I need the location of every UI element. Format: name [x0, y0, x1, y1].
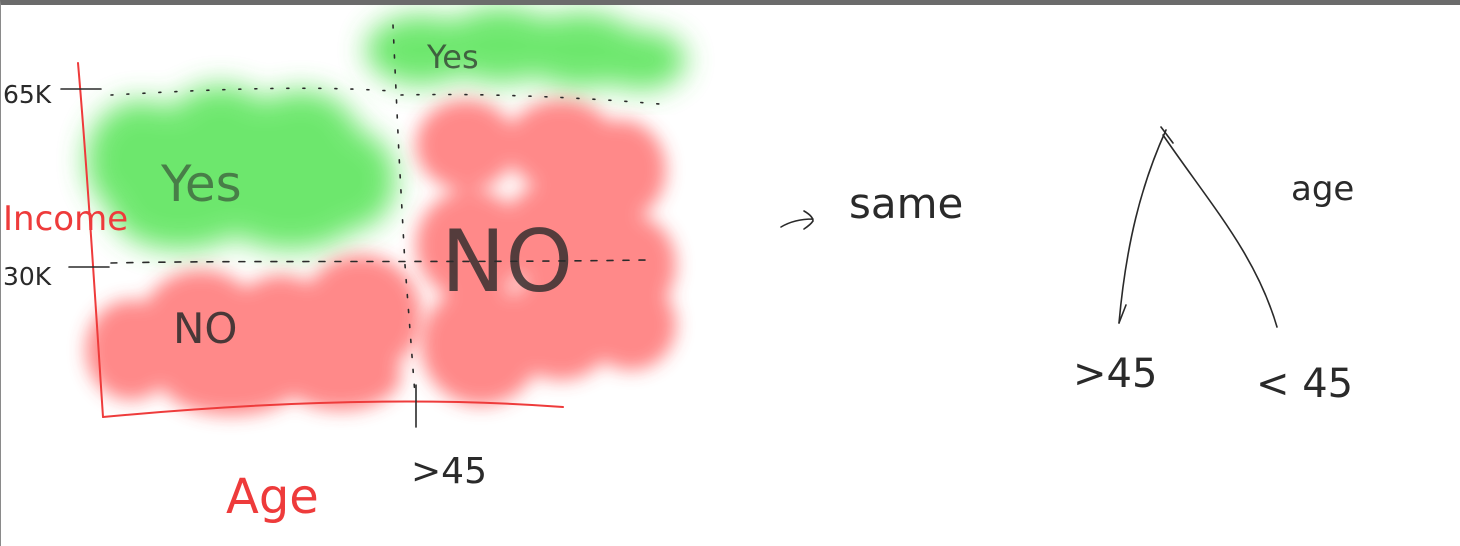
tree-root-mark: [1160, 126, 1174, 144]
sketch-drawing: 65K 30K Income Age >45 Yes Yes NO NO sam…: [3, 7, 1354, 525]
no-region-right: [416, 100, 676, 405]
dotted-line-30k: [110, 259, 647, 264]
arrow-text: same: [849, 179, 963, 228]
tree-right-label: < 45: [1256, 361, 1353, 407]
dotted-line-upper: [400, 93, 672, 106]
region-label-no-right: NO: [441, 212, 573, 312]
y-tick-65k: 65K: [3, 80, 52, 109]
x-split-label: >45: [411, 451, 487, 492]
no-region-bottom-left: [86, 255, 421, 415]
region-label-yes-left: Yes: [160, 155, 242, 213]
pen-strokes: [60, 24, 1278, 428]
arrow-icon: [780, 210, 814, 230]
y-axis: [77, 62, 104, 418]
region-label-yes-top: Yes: [426, 38, 479, 76]
axes: [77, 62, 564, 418]
y-axis-label: Income: [3, 199, 128, 239]
tree-right-branch: [1162, 134, 1278, 328]
yes-region-left: [86, 85, 396, 250]
tree-left-label: >45: [1073, 351, 1157, 397]
tree-left-branch: [1118, 129, 1167, 324]
yes-region-top: [366, 7, 686, 90]
x-axis: [102, 400, 564, 418]
y-tick-30k: 30K: [3, 262, 52, 291]
tree-root-label: age: [1291, 169, 1354, 209]
tree-left-arrowhead: [1118, 304, 1127, 324]
region-label-no-bottom: NO: [173, 304, 237, 353]
x-axis-label: Age: [226, 469, 319, 525]
